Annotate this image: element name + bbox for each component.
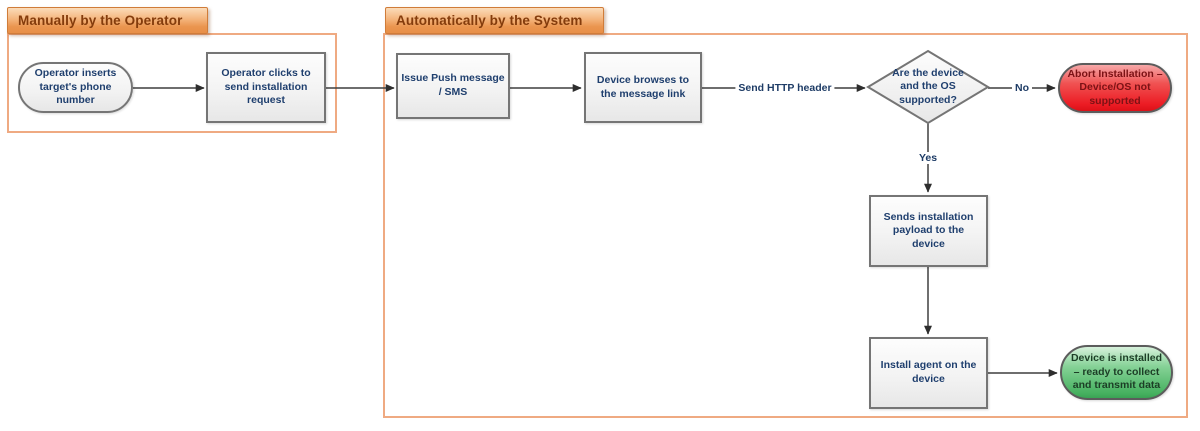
node-operator-clicks-send: Operator clicks to send installation req… bbox=[206, 52, 326, 123]
node-label: Are the device and the OS supported? bbox=[892, 66, 964, 106]
node-label: Issue Push message / SMS bbox=[401, 72, 505, 98]
node-label: Install agent on the device bbox=[880, 359, 977, 385]
node-operator-inserts-phone: Operator inserts target's phone number bbox=[18, 62, 133, 113]
node-issue-push-message: Issue Push message / SMS bbox=[396, 53, 510, 119]
node-abort-installation: Abort Installation – Device/OS not suppo… bbox=[1058, 63, 1172, 113]
edge-label-no: No bbox=[1012, 82, 1032, 94]
node-device-installed: Device is installed – ready to collect a… bbox=[1060, 345, 1173, 400]
node-label: Operator clicks to send installation req… bbox=[221, 67, 311, 107]
edge-label-send-http-header: Send HTTP header bbox=[735, 82, 835, 94]
section-manual-header: Manually by the Operator bbox=[7, 7, 208, 34]
edge-label-yes: Yes bbox=[915, 152, 941, 164]
node-label: Device browses to the message link bbox=[596, 73, 690, 100]
section-auto-header: Automatically by the System bbox=[385, 7, 604, 34]
node-install-agent: Install agent on the device bbox=[869, 337, 988, 409]
node-label: Operator inserts target's phone number bbox=[34, 67, 117, 107]
node-label: Sends installation payload to the device bbox=[883, 210, 974, 250]
node-decision-os-supported: Are the device and the OS supported? bbox=[873, 56, 983, 118]
section-auto-title: Automatically by the System bbox=[396, 13, 583, 28]
section-manual-title: Manually by the Operator bbox=[18, 13, 183, 28]
node-device-browses-link: Device browses to the message link bbox=[584, 52, 702, 123]
node-sends-installation-payload: Sends installation payload to the device bbox=[869, 195, 988, 267]
node-label: Abort Installation – Device/OS not suppo… bbox=[1067, 67, 1163, 107]
section-auto-container bbox=[383, 33, 1188, 418]
node-label: Device is installed – ready to collect a… bbox=[1070, 352, 1163, 392]
decision-diamond-shape bbox=[866, 49, 990, 125]
